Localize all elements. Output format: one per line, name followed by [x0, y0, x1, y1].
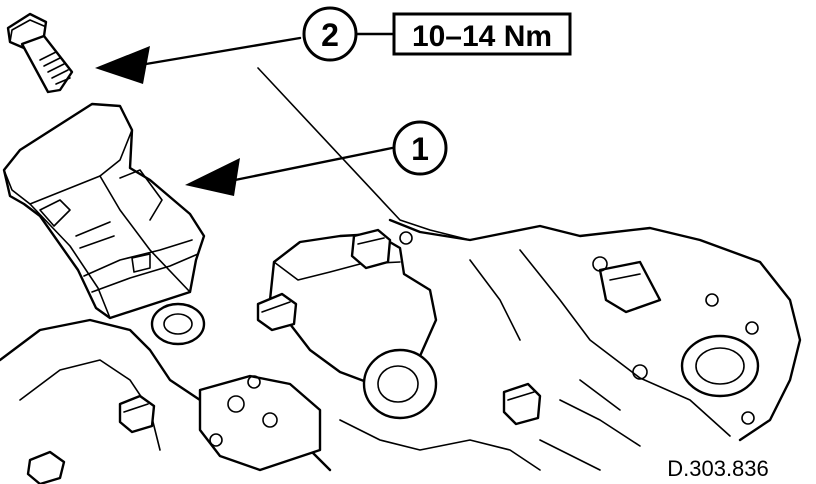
centre-line [257, 67, 471, 241]
reference-code: D.303.836 [667, 456, 769, 481]
callout-1: 1 [392, 120, 448, 176]
callout-2-label: 2 [321, 17, 339, 53]
arrow-bolt [95, 36, 302, 84]
lower-block [0, 302, 542, 484]
tensioner-housing [2, 102, 206, 320]
cylinder-head [388, 218, 802, 471]
camshaft-cap [256, 228, 438, 420]
torque-spec: 10–14 Nm [412, 20, 552, 53]
callout-2: 2 [302, 6, 358, 62]
bolt [6, 12, 74, 94]
callout-1-label: 1 [411, 131, 429, 167]
torque-spec-box: 10–14 Nm [392, 12, 572, 56]
arrow-housing [185, 146, 394, 196]
